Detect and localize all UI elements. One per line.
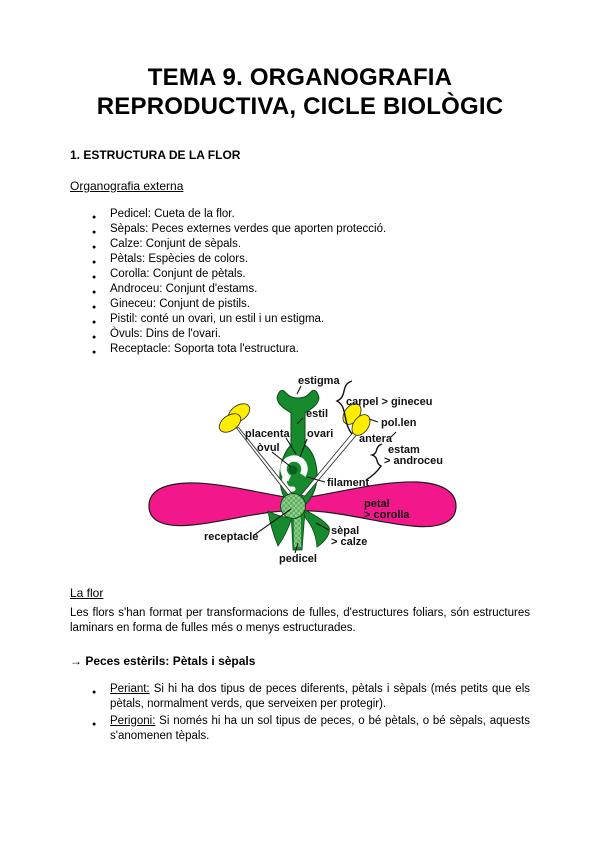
label-pedicel: pedicel	[279, 553, 317, 565]
label-carpel-gineceu: carpel > gineceu	[346, 396, 433, 408]
label-corolla: > corolla	[364, 509, 410, 521]
la-flor-paragraph: Les flors s'han format per transformacio…	[70, 606, 530, 635]
list-item: Sèpals: Peces externes verdes que aporte…	[70, 222, 530, 240]
anther-left	[218, 402, 251, 433]
list-item: Calze: Conjunt de sèpals.	[70, 237, 530, 255]
brace-carpel	[335, 379, 353, 435]
brace-estam	[365, 442, 383, 481]
organografia-list: Pedicel: Cueta de la flor. Sèpals: Peces…	[70, 207, 530, 360]
receptacle-ball	[280, 492, 306, 519]
title-line-1: TEMA 9. ORGANOGRAFIA	[147, 64, 453, 91]
label-filament: filament	[327, 477, 370, 489]
esterils-list: Periant: Si hi ha dos tipus de peces dif…	[70, 682, 530, 745]
label-estigma: estigma	[298, 375, 340, 387]
label-estam: estam	[388, 444, 420, 456]
title-line-2: REPRODUCTIVA, CICLE BIOLÒGIC	[96, 92, 504, 120]
line-antera	[390, 431, 397, 437]
list-item: Pedicel: Cueta de la flor.	[70, 207, 530, 225]
list-item: Periant: Si hi ha dos tipus de peces dif…	[70, 682, 530, 713]
label-receptacle: receptacle	[204, 531, 258, 543]
label-ovul: òvul	[257, 442, 280, 454]
label-calze: > calze	[331, 536, 367, 548]
line-ovul	[271, 451, 292, 468]
list-item: Òvuls: Dins de l'ovari.	[70, 327, 530, 345]
label-antera: antera	[359, 433, 393, 445]
ovule-dot	[288, 465, 298, 475]
sepal-right	[300, 506, 330, 548]
petal-right	[296, 480, 457, 527]
line-placenta	[285, 437, 297, 454]
esterils-heading: → Peces estèrils: Pètals i sèpals	[70, 653, 256, 668]
label-ovari: ovari	[307, 428, 333, 440]
term-perigoni: Perigoni:	[110, 714, 156, 727]
list-item: Androceu: Conjunt d'estams.	[70, 282, 530, 300]
term-periant: Periant:	[110, 682, 150, 695]
section-heading: 1. ESTRUCTURA DE LA FLOR	[70, 147, 241, 162]
subsection-la-flor: La flor	[70, 585, 104, 600]
pedicel-texture	[294, 516, 301, 547]
line-pollen	[368, 418, 379, 423]
list-item: Corolla: Conjunt de pètals.	[70, 267, 530, 285]
label-placenta: placenta	[245, 428, 291, 440]
line-filament	[306, 476, 326, 483]
line-estil	[296, 417, 304, 424]
pointer-lines	[253, 379, 397, 553]
anther-right	[342, 402, 371, 436]
sepal-left	[267, 509, 293, 547]
term-periant-text: Si hi ha dos tipus de peces diferents, p…	[110, 682, 530, 711]
flower-diagram-svg: estigma carpel > gineceu estil pol.len p…	[148, 375, 457, 565]
list-item: Gineceu: Conjunt de pistils.	[70, 297, 530, 315]
line-pedicel	[294, 542, 299, 553]
line-receptacle	[253, 508, 292, 536]
list-item: Perigoni: Si només hi ha un sol tipus de…	[70, 714, 530, 745]
label-estil: estil	[306, 408, 328, 420]
line-estigma	[296, 385, 302, 394]
list-item: Pistil: conté un ovari, un estil i un es…	[70, 312, 530, 330]
label-pollen: pol.len	[381, 417, 417, 429]
label-petal: petal	[364, 498, 390, 510]
petal-left	[148, 481, 298, 526]
label-androceu: > androceu	[384, 455, 443, 467]
label-sepal: sèpal	[331, 525, 359, 537]
subsection-organografia-externa: Organografia externa	[70, 178, 184, 193]
ovule-curl	[280, 454, 308, 483]
list-item: Receptacle: Soporta tota l'estructura.	[70, 342, 530, 360]
flower-structure-diagram: estigma carpel > gineceu estil pol.len p…	[0, 367, 600, 572]
line-sepal	[315, 522, 330, 531]
line-ovari	[299, 438, 308, 457]
term-perigoni-text: Si només hi ha un sol tipus de peces, o …	[110, 714, 530, 743]
list-item: Pètals: Espècies de colors.	[70, 252, 530, 270]
diagram-labels: estigma carpel > gineceu estil pol.len p…	[204, 375, 443, 565]
